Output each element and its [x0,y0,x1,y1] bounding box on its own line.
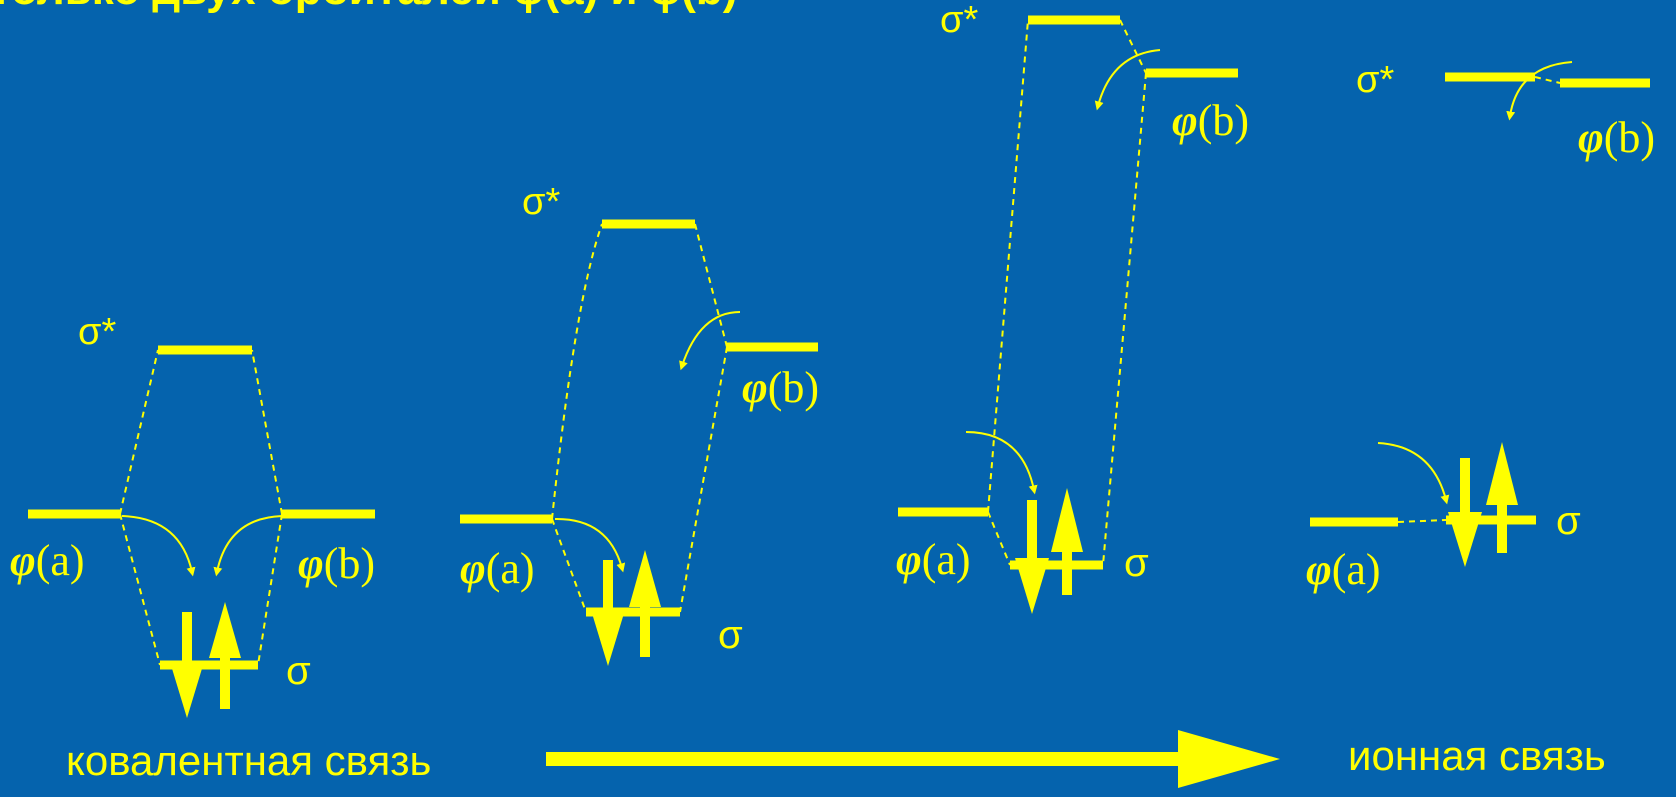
curved-arrow-icon [121,515,196,577]
phi-a-label: φ(a) [1306,545,1381,594]
phi-a-label: φ(a) [460,544,535,593]
curved-arrow-icon [679,311,741,371]
stage-4 [1310,61,1650,567]
header-title: только двух орбиталей φ(a) и φ(b) [0,0,737,14]
curved-arrow-icon [1094,49,1161,111]
phi-b-label: φ(b) [298,539,375,588]
sigma-star-label: σ* [522,181,560,223]
stage-3 [898,15,1238,614]
stage-1 [28,345,375,718]
stage-2 [460,219,818,666]
phi-b-label: φ(b) [742,363,819,412]
curved-arrow-icon [213,515,283,577]
progress-arrow-icon [546,730,1280,788]
electron-pair-icon [591,550,661,666]
sigma-star-label: σ* [1356,59,1394,101]
curved-arrow-icon [554,517,626,573]
correlation-lines [551,223,728,613]
phi-b-label: φ(b) [1172,96,1249,145]
sigma-label: σ [286,649,311,693]
correlation-lines [1397,76,1561,523]
electron-pair-icon [1448,442,1518,567]
covalent-bond-label: ковалентная связь [66,737,431,784]
sigma-label: σ [1124,541,1149,585]
correlation-lines [987,19,1147,566]
sigma-star-label: σ* [78,311,116,353]
sigma-label: σ [718,613,743,657]
sigma-star-label: σ* [940,0,978,41]
correlation-lines [119,349,283,666]
phi-b-label: φ(b) [1578,113,1655,162]
electron-pair-icon [1015,488,1083,614]
phi-a-label: φ(a) [896,535,971,584]
ionic-bond-label: ионная связь [1348,732,1606,779]
sigma-label: σ [1556,499,1581,543]
curved-arrow-icon [965,431,1038,495]
curved-arrow-icon [1377,442,1450,505]
curved-arrow-icon [1506,61,1573,121]
phi-a-label: φ(a) [10,536,85,585]
electron-pair-icon [170,602,241,718]
